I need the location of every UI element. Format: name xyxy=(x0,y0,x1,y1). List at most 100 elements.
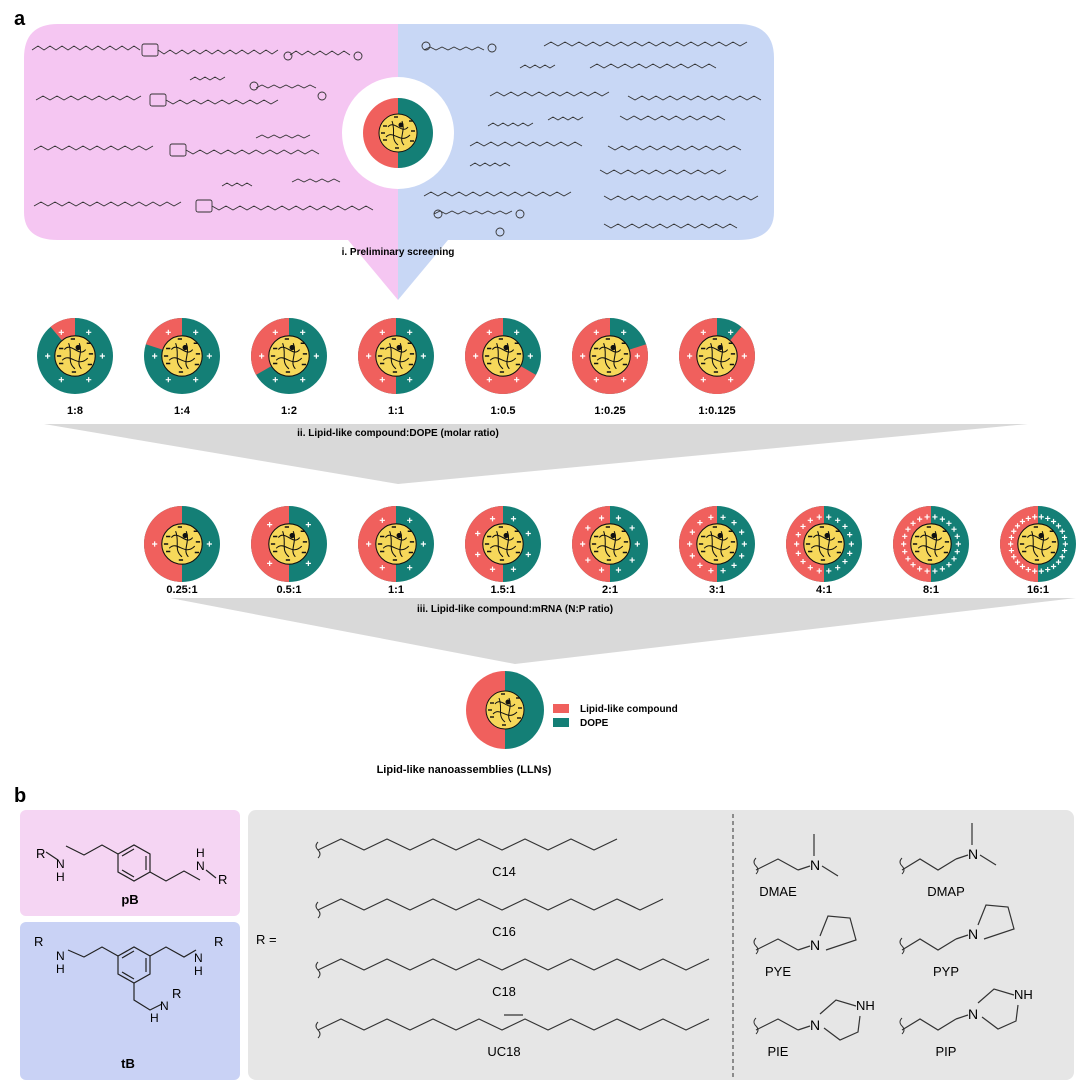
legend-dope-label: DOPE xyxy=(580,718,609,729)
svg-text:N: N xyxy=(810,857,820,873)
np-ratio-bead xyxy=(786,506,862,582)
np-ratio-bead xyxy=(251,506,327,582)
r-equals-label: R = xyxy=(256,932,277,947)
np-ratio-label: 2:1 xyxy=(602,584,618,596)
head-group: N NH PIE xyxy=(753,998,875,1059)
tail-chain xyxy=(317,898,664,911)
pb-n-left: N xyxy=(56,857,65,871)
svg-text:NH: NH xyxy=(856,998,875,1013)
head-group: N PYE xyxy=(753,915,857,979)
tail-label: C16 xyxy=(492,924,516,939)
pb-library-area xyxy=(24,24,398,300)
np-ratio-funnel xyxy=(170,598,1076,664)
molar-ratio-bead xyxy=(250,318,327,394)
np-ratio-bead xyxy=(893,506,969,582)
molar-ratio-bead xyxy=(358,318,434,394)
molar-ratio-bead xyxy=(144,318,220,394)
pb-h-left: H xyxy=(56,870,65,884)
molar-ratio-label: 1:2 xyxy=(281,405,297,417)
tb-structure xyxy=(67,946,197,1011)
np-ratio-label: 8:1 xyxy=(923,584,939,596)
head-label: PYP xyxy=(933,964,959,979)
molar-ratio-label: 1:4 xyxy=(174,405,191,417)
legend-lipid-label: Lipid-like compound xyxy=(580,704,678,715)
tb-r-bottom: R xyxy=(172,986,181,1001)
tb-scaffold-box xyxy=(20,922,240,1080)
panel-b-label: b xyxy=(14,785,26,807)
head-label: DMAP xyxy=(927,884,965,899)
molar-ratio-bead xyxy=(464,318,541,395)
tail-label: C18 xyxy=(492,984,516,999)
np-ratio-bead xyxy=(465,506,541,582)
svg-text:N: N xyxy=(810,937,820,953)
head-label: DMAE xyxy=(759,884,797,899)
tb-library-area xyxy=(398,24,774,300)
final-lln-bead xyxy=(466,671,544,749)
screening-caption: i. Preliminary screening xyxy=(342,247,455,258)
np-ratio-bead xyxy=(679,506,755,582)
legend-lipid-swatch xyxy=(553,704,569,713)
np-ratio-bead xyxy=(572,506,648,582)
svg-text:N: N xyxy=(810,1017,820,1033)
legend-dope-swatch xyxy=(553,718,569,727)
molar-ratio-label: 1:8 xyxy=(67,405,83,417)
np-ratio-bead xyxy=(144,506,220,582)
molar-ratio-row: 1:8 1:4 1:2 1:1 1:0.5 1:0.25 1:0.125 xyxy=(37,318,756,417)
head-group: N DMAP xyxy=(899,823,997,899)
molar-ratio-bead xyxy=(679,318,756,395)
pb-h-right: H xyxy=(196,846,205,860)
pb-bond-r-n-left xyxy=(45,851,59,861)
pb-n-right: N xyxy=(196,859,205,873)
pb-structure xyxy=(65,844,201,882)
pb-bond-n-r-right xyxy=(205,869,217,879)
tb-n-left: N xyxy=(56,949,65,963)
molar-ratio-bead xyxy=(37,318,113,394)
molar-ratio-label: 1:0.5 xyxy=(490,405,515,417)
tb-n-right: N xyxy=(194,951,203,965)
tb-scaffold-name: tB xyxy=(121,1056,135,1071)
head-group: N DMAE xyxy=(753,834,839,899)
np-ratio-label: 16:1 xyxy=(1027,584,1049,596)
tb-r-left: R xyxy=(34,934,43,949)
panel-a-label: a xyxy=(14,8,26,30)
tb-r-right: R xyxy=(214,934,223,949)
tail-label: UC18 xyxy=(487,1044,520,1059)
molar-ratio-label: 1:0.25 xyxy=(594,405,625,417)
tb-h-left: H xyxy=(56,962,65,976)
np-ratio-label: 3:1 xyxy=(709,584,725,596)
svg-text:N: N xyxy=(968,846,978,862)
tb-n-bottom: N xyxy=(160,999,169,1013)
head-label: PYE xyxy=(765,964,791,979)
np-ratio-label: 1.5:1 xyxy=(490,584,515,596)
np-ratio-caption: iii. Lipid-like compound:mRNA (N:P ratio… xyxy=(417,604,613,615)
tail-label: C14 xyxy=(492,864,516,879)
np-ratio-bead xyxy=(358,506,434,582)
tb-h-right: H xyxy=(194,964,203,978)
pb-scaffold-box xyxy=(20,810,240,916)
molar-ratio-label: 1:1 xyxy=(388,405,404,417)
pb-r-left: R xyxy=(36,846,45,861)
np-ratio-label: 0.25:1 xyxy=(166,584,197,596)
molar-ratio-bead xyxy=(572,318,648,394)
lipid-structure-drawings xyxy=(31,41,762,237)
molar-ratio-label: 1:0.125 xyxy=(698,405,735,417)
final-caption: Lipid-like nanoassemblies (LLNs) xyxy=(377,764,552,776)
np-ratio-bead xyxy=(1000,506,1076,582)
pb-scaffold-name: pB xyxy=(121,892,138,907)
head-label: PIE xyxy=(768,1044,789,1059)
molar-ratio-funnel xyxy=(44,424,1028,484)
tail-chain xyxy=(317,958,710,971)
screening-bead xyxy=(342,77,454,189)
np-ratio-label: 1:1 xyxy=(388,584,404,596)
svg-text:NH: NH xyxy=(1014,987,1033,1002)
screening-panel xyxy=(24,24,774,300)
r-groups-box xyxy=(248,810,1074,1080)
tail-chain xyxy=(317,1018,710,1031)
pb-r-right: R xyxy=(218,872,227,887)
